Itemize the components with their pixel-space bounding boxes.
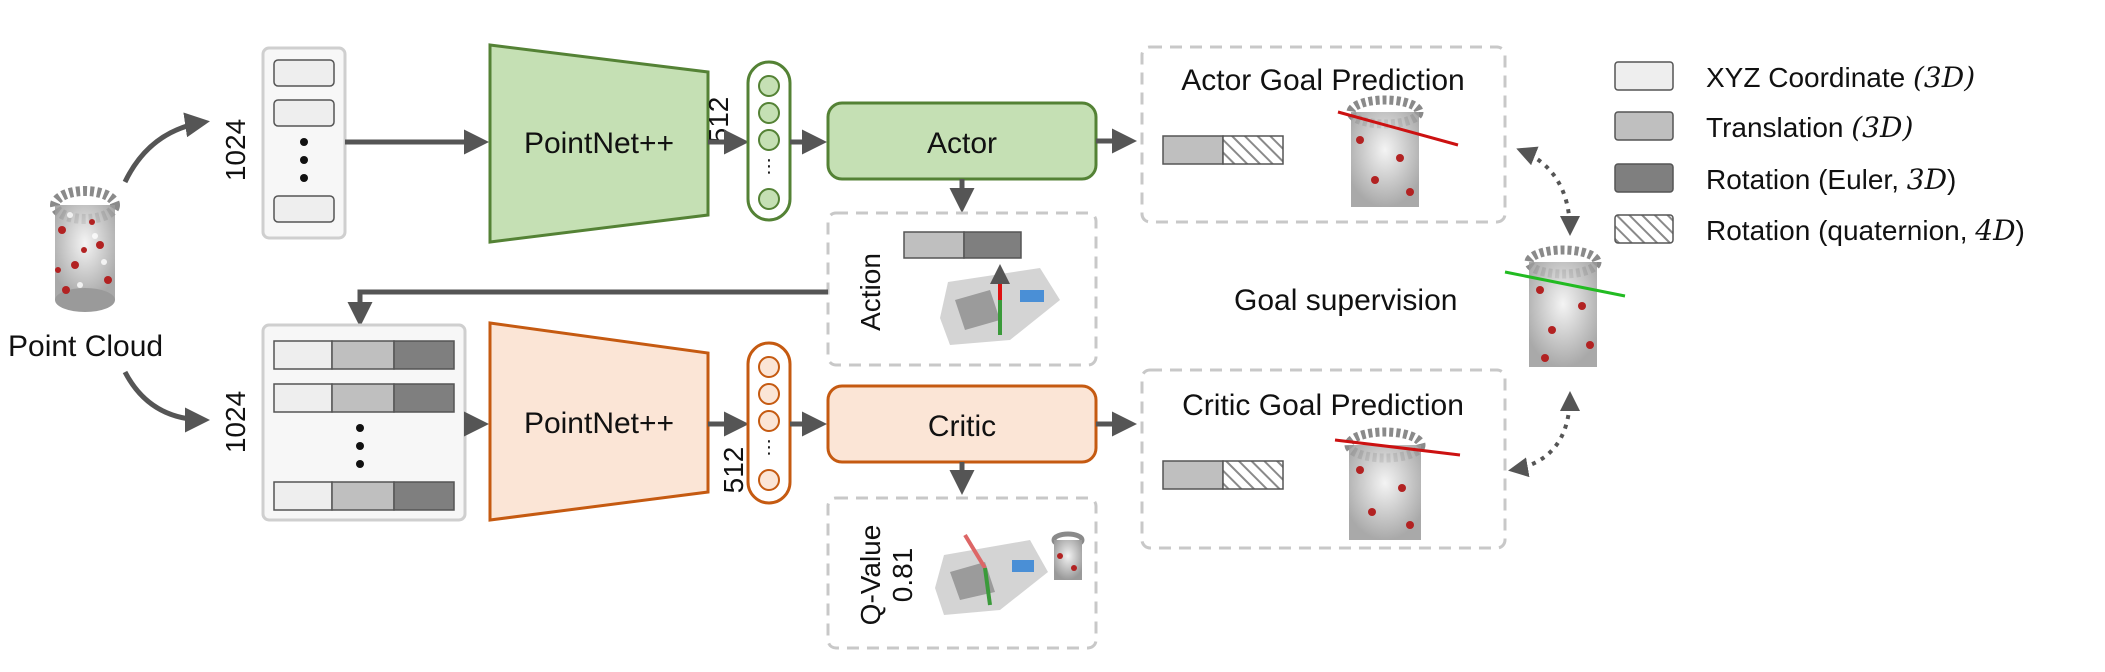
supervision-critic-link <box>1508 391 1580 478</box>
input-point-cloud <box>50 186 120 312</box>
actor-goal-title: Actor Goal Prediction <box>1181 64 1464 97</box>
critic-feature-dim-label: 512 <box>718 447 749 494</box>
point-cloud-label: Point Cloud <box>8 330 163 363</box>
action-panel <box>826 211 1098 367</box>
critic-npoints-label: 1024 <box>220 391 251 453</box>
critic-pointnet-encoder <box>488 321 710 522</box>
actor-head-label: Actor <box>927 127 997 160</box>
actor-input-block <box>261 46 347 240</box>
actor-feature-dim-label: 512 <box>703 97 734 144</box>
legend: XYZ Coordinate (3D) Translation (3D) Rot… <box>1614 61 2025 247</box>
input-to-actor-arrow <box>122 112 210 184</box>
legend-swatch-xyz <box>1614 61 1674 91</box>
qvalue-gripper-image <box>935 533 1048 615</box>
goal-supervision-object <box>1504 245 1626 367</box>
critic-goal-prediction-panel <box>1140 368 1507 550</box>
action-label: Action <box>855 253 886 331</box>
legend-swatch-rotation-quaternion <box>1614 214 1674 244</box>
actor-encoder-label: PointNet++ <box>524 127 674 160</box>
critic-goal-title: Critic Goal Prediction <box>1182 389 1464 422</box>
legend-item-rotation-quaternion: Rotation (quaternion, 4D) <box>1614 214 2025 247</box>
supervision-actor-link <box>1516 146 1580 236</box>
legend-label-translation: Translation (3D) <box>1706 111 1913 144</box>
critic-input-block <box>261 323 467 522</box>
legend-swatch-translation <box>1614 111 1674 141</box>
input-to-critic-arrow <box>122 370 210 433</box>
legend-label-xyz: XYZ Coordinate (3D) <box>1706 61 1975 94</box>
legend-item-translation: Translation (3D) <box>1614 111 1913 144</box>
critic-encoder-label: PointNet++ <box>524 407 674 440</box>
critic-head-label: Critic <box>928 410 996 443</box>
qvalue-number: 0.81 <box>887 548 918 603</box>
critic-feature-vector: ⋮ <box>746 341 792 505</box>
actor-goal-object <box>1337 95 1459 207</box>
legend-item-xyz: XYZ Coordinate (3D) <box>1614 61 1975 94</box>
qvalue-panel <box>826 496 1098 650</box>
actor-npoints-label: 1024 <box>220 119 251 181</box>
svg-text:⋮: ⋮ <box>760 437 778 457</box>
actor-pointnet-encoder <box>488 43 710 244</box>
legend-swatch-rotation-euler <box>1614 163 1674 193</box>
legend-item-rotation-euler: Rotation (Euler, 3D) <box>1614 163 1956 196</box>
qvalue-label: Q-Value <box>855 525 886 626</box>
critic-goal-object <box>1334 427 1461 540</box>
svg-text:⋮: ⋮ <box>760 156 778 176</box>
action-gripper-image <box>940 264 1060 345</box>
actor-goal-prediction-panel <box>1140 45 1507 224</box>
qvalue-object-thumbnail <box>1051 531 1085 580</box>
legend-label-rotation-quaternion: Rotation (quaternion, 4D) <box>1706 214 2025 247</box>
actor-feature-vector: ⋮ <box>746 60 792 222</box>
action-to-critic-input-arrow <box>347 289 828 327</box>
legend-label-rotation-euler: Rotation (Euler, 3D) <box>1706 163 1956 196</box>
goal-supervision-label: Goal supervision <box>1234 284 1457 317</box>
